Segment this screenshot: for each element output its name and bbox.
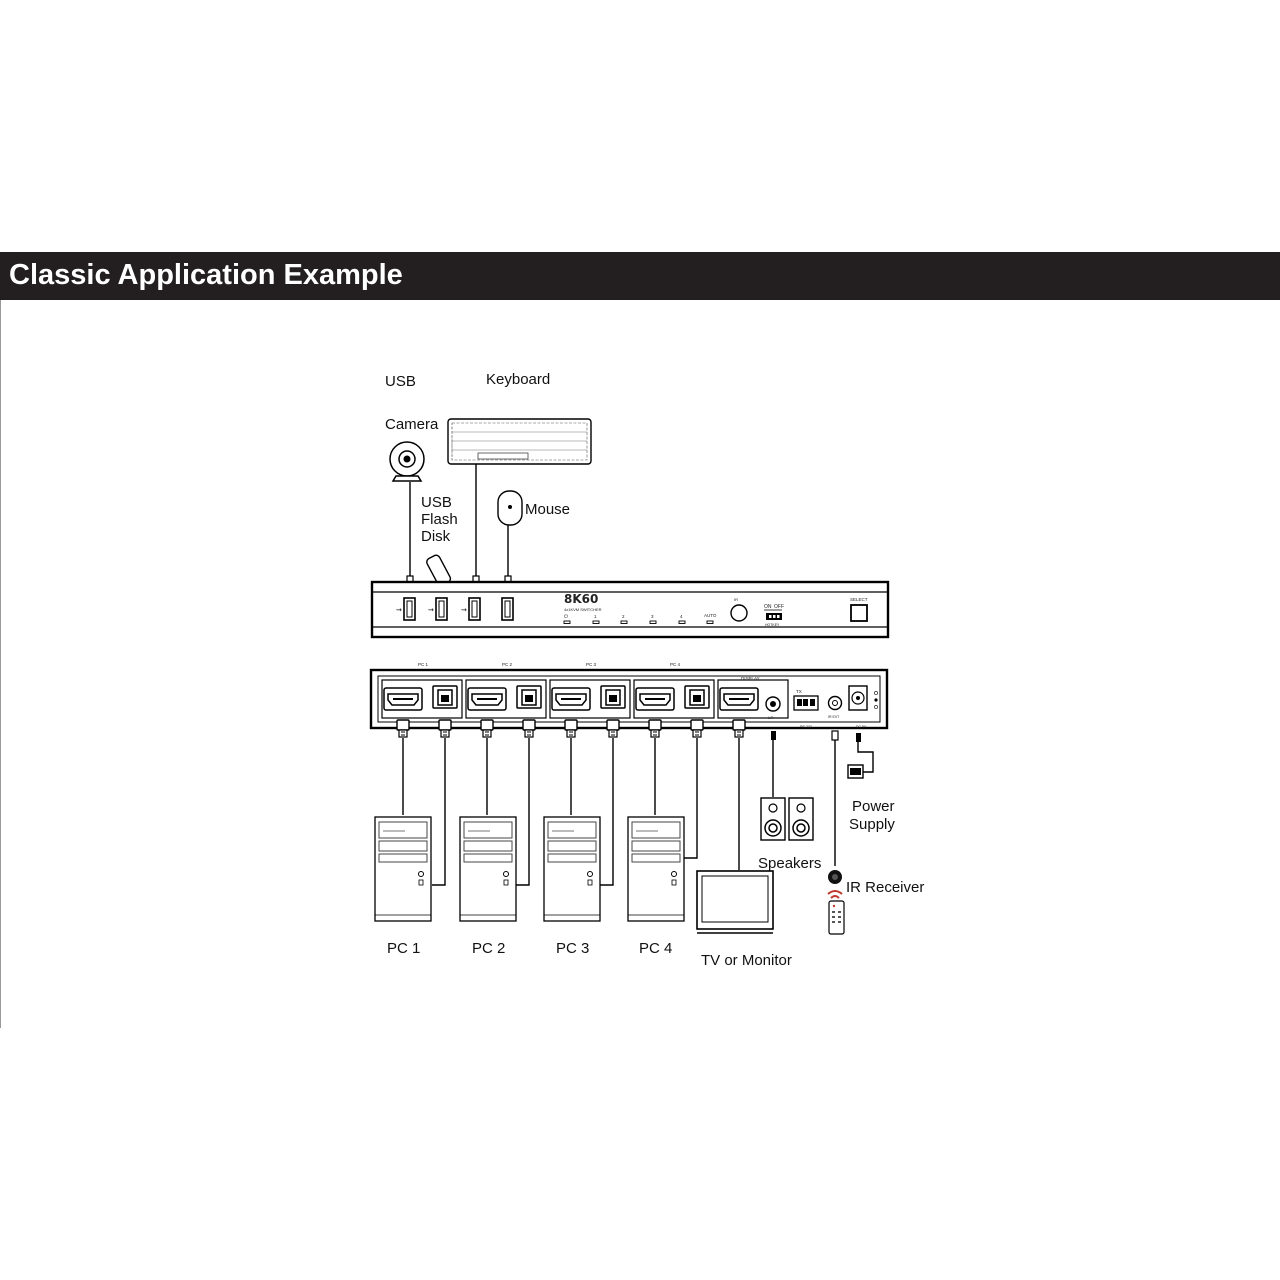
pc3-hdmi-plug-icon [564,719,578,738]
pc-4-tower-icon [627,816,685,922]
model-name: 8K60 [564,592,598,606]
pc4-usb-port [684,685,710,709]
led-1 [592,620,600,624]
speakers-label: Speakers [758,855,821,872]
front-usb-port-4 [501,597,514,621]
hotkey-on-label: ON [764,604,772,610]
front-usb-port-2 [435,597,448,621]
hotkey-label: HOTKEY [765,623,780,627]
tv-monitor-label: TV or Monitor [701,952,792,969]
flash-disk-label-line3: Disk [421,528,451,545]
power-adapter-icon [847,764,864,779]
led-power [563,620,571,624]
front-usb-port-1 [403,597,416,621]
led-label-4: 4 [680,614,683,619]
pc4-hdmi-port [635,687,675,711]
pc3-usb-cable [600,738,614,886]
rear-label-pc-2: PC 2 [502,662,513,667]
select-label: SELECT [850,597,868,602]
pc1-hdmi-port [383,687,423,711]
pc2-usb-port [516,685,542,709]
led-4 [678,620,686,624]
ir-ext-plug-icon [831,730,839,741]
rear-label-pc-4: PC 4 [670,662,681,667]
front-usb-port-3 [468,597,481,621]
ir-receiver-icon [828,870,842,884]
rear-label-pc-3: PC 3 [586,662,597,667]
usb-symbol-icon: ⇝ [461,607,467,614]
pc3-usb-plug-icon [606,719,620,738]
pc1-usb-cable [432,738,446,886]
led-auto [706,620,714,624]
mouse-label: Mouse [525,501,570,518]
keyboard-icon [447,418,592,465]
pc4-usb-cable [684,738,698,859]
webcam-icon [389,441,425,482]
power-supply-label-line2: Supply [849,816,895,833]
ir-ext-label: IR EXT [828,715,840,719]
pc-2-label: PC 2 [472,940,505,957]
hotkey-off-label: OFF [774,604,784,610]
model-subtitle: 4x1KVM SWITCHER [564,607,602,612]
pc1-usb-port [432,685,458,709]
pc3-hdmi-port [551,687,591,711]
dc-plug-icon [856,733,861,742]
pc-1-label: PC 1 [387,940,420,957]
pc1-usb-plug-icon [438,719,452,738]
ir-signal-icon [827,890,843,899]
led-2 [620,620,628,624]
switcher-front-panel: ⇝ ⇝ ⇝ 8K60 4x1KVM SWITCHER ⏻ 1 2 3 4 AUT… [370,580,890,639]
led-label-auto: AUTO [704,613,717,618]
select-button[interactable] [850,604,868,622]
led-label-1: 1 [594,614,597,619]
audio-out-label: L/R [768,716,774,720]
pc2-hdmi-port [467,687,507,711]
led-label-power: ⏻ [564,614,568,620]
speakers-icon [760,797,814,841]
display-hdmi-port [719,687,759,711]
led-label-3: 3 [651,614,654,619]
section-title: Classic Application Example [9,259,403,291]
pc-3-tower-icon [543,816,601,922]
tv-monitor-icon [696,870,774,934]
pc2-usb-cable [516,738,530,886]
switcher-rear-panel: PC 1 PC 2 PC 3 PC 4 DISPLAY L/R TX RS-23… [369,662,889,730]
dc-label: DC 5V [856,725,867,729]
pc-3-label: PC 3 [556,940,589,957]
pc3-usb-port [600,685,626,709]
power-supply-label-line1: Power [852,798,895,815]
pc2-usb-plug-icon [522,719,536,738]
pc1-hdmi-plug-icon [396,719,410,738]
usb-symbol-icon: ⇝ [428,607,434,614]
power-cable [857,742,874,773]
ir-window [730,604,748,622]
mouse-icon [497,490,523,526]
led-3 [649,620,657,624]
pc4-usb-plug-icon [690,719,704,738]
pc-4-label: PC 4 [639,940,672,957]
led-label-2: 2 [622,614,625,619]
display-label: DISPLAY [741,676,760,681]
pc-1-tower-icon [374,816,432,922]
pc2-hdmi-plug-icon [480,719,494,738]
pc4-hdmi-plug-icon [648,719,662,738]
usb-camera-label-line1: USB [385,373,416,390]
ir-receiver-label: IR Receiver [846,879,924,896]
keyboard-label: Keyboard [486,371,550,388]
display-hdmi-plug-icon [732,719,746,738]
section-banner: Classic Application Example [0,252,1280,300]
flash-disk-label-line1: USB [421,494,452,511]
rs232-label: RS-232 [800,725,812,729]
flash-disk-label-line2: Flash [421,511,458,528]
pc-2-tower-icon [459,816,517,922]
remote-control-icon [828,900,845,935]
rear-label-pc-1: PC 1 [418,662,429,667]
page-border [0,300,1,1028]
tx-label: TX [796,689,802,694]
audio-plug-icon [771,731,776,740]
usb-camera-label-line2: Camera [385,416,439,433]
ir-window-label: IR [734,597,738,602]
usb-symbol-icon: ⇝ [396,607,402,614]
